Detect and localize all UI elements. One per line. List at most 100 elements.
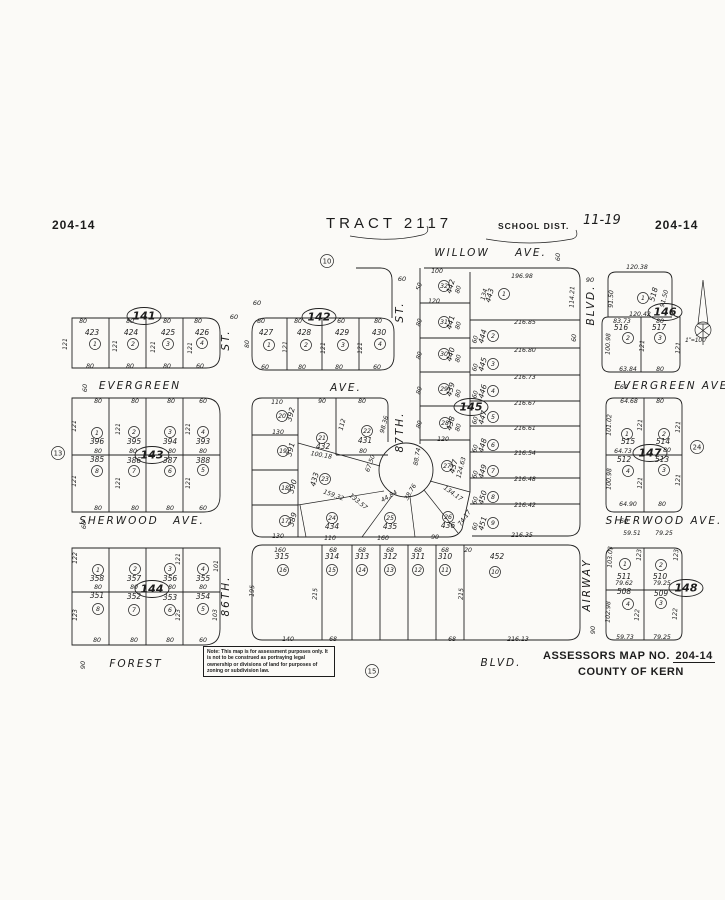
lot-circle-outline — [276, 410, 288, 422]
lot-number: 445 — [476, 356, 488, 372]
street-label: ST. — [394, 301, 406, 322]
dimension-label: 68 — [329, 547, 337, 554]
dimension-label: 80 — [199, 584, 207, 591]
street-width-dim: 60 — [620, 517, 628, 525]
lot-circle-number: 22 — [363, 428, 371, 435]
lot-number: 387 — [163, 456, 178, 465]
street-label: EVERGREEN — [99, 380, 181, 392]
lot-circle-number: 3 — [166, 341, 170, 348]
lot-number: 513 — [655, 455, 670, 464]
lot-circle-number: 8 — [95, 468, 99, 475]
lot-circle-outline — [300, 339, 312, 351]
lot-number: 508 — [617, 587, 632, 596]
dimension-label: 121 — [112, 340, 119, 352]
lot-circle-number: 27 — [443, 463, 451, 470]
street-label: AVE. — [514, 247, 547, 259]
dimension-label: 60 — [471, 363, 480, 372]
lot-circle-outline — [441, 460, 453, 472]
dimension-label: 121 — [637, 419, 644, 431]
lot-circle-outline — [487, 517, 499, 529]
dimension-label: 216.67 — [514, 400, 536, 407]
block-number-oval — [632, 444, 668, 462]
lot-number: 392 — [284, 406, 296, 422]
lot-circle-number: 32 — [440, 283, 448, 290]
lot-number: 515 — [621, 437, 636, 446]
dimension-label: 80 — [415, 386, 424, 395]
street-label: 87TH. — [394, 411, 406, 452]
dimension-label: 100.18 — [310, 450, 333, 461]
lot-circle-outline — [91, 465, 103, 477]
lot-circle-number: 19 — [279, 448, 287, 455]
dimension-label: 122 — [72, 552, 79, 564]
dimension-label: 121 — [637, 477, 644, 489]
lot-circle-outline — [361, 425, 373, 437]
lot-circle-number: 13 — [386, 567, 394, 574]
lot-number: 514 — [656, 437, 671, 446]
dimension-label: 79.25 — [655, 530, 673, 537]
lot-circle-number: 12 — [414, 567, 422, 574]
lot-circle-number: 26 — [444, 514, 452, 521]
lot-number: 510 — [653, 572, 668, 581]
lot-circle-outline — [92, 564, 104, 576]
lot-number: 448 — [476, 437, 488, 453]
lot-number: 388 — [196, 456, 211, 465]
lot-circle-number: 2 — [133, 566, 137, 573]
reference-circle-outline — [690, 440, 704, 454]
street-width-dim: 60 — [554, 253, 562, 261]
lot-number: 386 — [127, 456, 142, 465]
dimension-label: 80 — [163, 363, 171, 370]
lot-number: 425 — [161, 328, 176, 337]
street-label: SHERWOOD AVE. — [606, 515, 723, 527]
lot-number: 450 — [476, 489, 488, 505]
lot-number: 424 — [124, 328, 139, 337]
dimension-label: 88.74 — [413, 447, 423, 466]
dimension-label: 80 — [454, 423, 463, 432]
lot-circle-outline — [487, 439, 499, 451]
dimension-label: 80 — [663, 447, 671, 454]
dimension-label: 80 — [656, 366, 664, 373]
lot-circle-outline — [326, 512, 338, 524]
lot-number: 429 — [335, 328, 350, 337]
lot-circle-outline — [92, 603, 104, 615]
dimension-label: 80 — [658, 501, 666, 508]
lot-circle-outline — [91, 427, 103, 439]
lot-circle-number: 31 — [440, 319, 448, 326]
dimension-label: 215 — [458, 588, 465, 600]
dimension-label: 60 — [471, 335, 480, 344]
dimension-label: 80 — [167, 398, 175, 405]
lot-circle-number: 8 — [96, 606, 100, 613]
dimension-label: 121 — [675, 474, 682, 486]
dimension-label: 91.50 — [659, 289, 670, 308]
dimension-label: 60 — [199, 505, 207, 512]
street-label: FOREST — [109, 658, 162, 670]
lot-number: 423 — [85, 328, 100, 337]
dimension-label: 80 — [163, 318, 171, 325]
lot-number: 443 — [483, 287, 495, 303]
lot-circle-outline — [196, 337, 208, 349]
dimension-label: 110 — [324, 535, 336, 542]
lot-circle-number: 1 — [95, 430, 99, 437]
lot-circle-number: 2 — [304, 342, 308, 349]
reference-circle-number: 15 — [368, 667, 377, 675]
lot-circle-outline — [622, 332, 634, 344]
lot-circle-outline — [127, 338, 139, 350]
dimension-label: 121 — [187, 342, 194, 354]
lot-circle-outline — [197, 426, 209, 438]
dimension-label: 114.21 — [569, 286, 577, 308]
lot-circle-outline — [164, 563, 176, 575]
lot-circle-outline — [164, 426, 176, 438]
lot-number: 446 — [476, 383, 488, 399]
dimension-label: 80 — [93, 637, 101, 644]
lot-circle-number: 3 — [658, 335, 662, 342]
dimension-label: 90 — [318, 398, 326, 405]
lot-circle-number: 9 — [491, 520, 495, 527]
dimension-label: 68 — [441, 547, 449, 554]
dimension-label: 140 — [282, 636, 294, 643]
lot-number: 390 — [286, 478, 298, 494]
dimension-label: 121 — [675, 342, 682, 354]
lot-circle-number: 21 — [318, 435, 326, 442]
dimension-label: 216.73 — [514, 374, 536, 381]
block-number-oval — [453, 398, 489, 416]
lot-number: 355 — [196, 574, 211, 583]
lot-number: 389 — [286, 511, 298, 527]
